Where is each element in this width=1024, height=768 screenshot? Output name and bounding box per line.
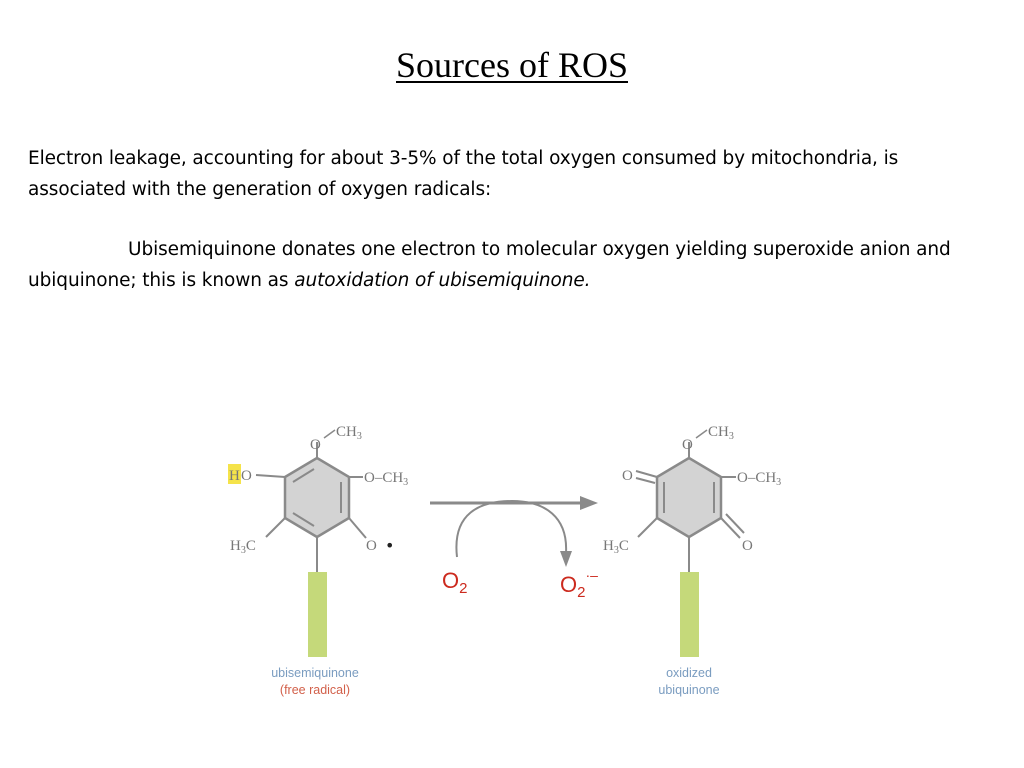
right-methyl: H3C <box>603 538 629 556</box>
left-hydroxyl-o: O <box>241 468 252 484</box>
reactant-oxygen: O2 <box>442 568 467 597</box>
left-hydroxyl-h: H <box>229 468 240 484</box>
left-radical-o: O <box>366 538 377 554</box>
right-carbonyl-o-right: O <box>742 538 753 554</box>
caption-oxidized: oxidized <box>666 666 712 680</box>
paragraph-ubisemiquinone-emphasis: autoxidation of ubisemiquinone. <box>294 270 591 291</box>
left-o-top: O <box>310 437 321 453</box>
left-methoxy-right: O–CH3 <box>364 470 408 488</box>
right-carbonyl-o-left: O <box>622 468 633 484</box>
slide-title: Sources of ROS <box>396 45 628 85</box>
superoxide-anion: O2·– <box>560 567 598 601</box>
left-methoxy-top: CH3 <box>336 424 362 442</box>
caption-ubisemiquinone: ubisemiquinone <box>271 666 359 680</box>
ubisemiquinone-structure: O CH3 O–CH3 H O H3C O • ubisemiquinone (… <box>228 424 408 697</box>
right-methoxy-right: O–CH3 <box>737 470 781 488</box>
paragraph-ubisemiquinone: Ubisemiquinone donates one electron to m… <box>28 234 1000 296</box>
paragraph-electron-leakage: Electron leakage, accounting for about 3… <box>28 148 899 200</box>
caption-ubiquinone: ubiquinone <box>658 683 719 697</box>
left-methyl: H3C <box>230 538 256 556</box>
right-methoxy-top: CH3 <box>708 424 734 442</box>
ubiquinone-structure: O CH3 O–CH3 O H3C O oxidized ubiquinone <box>603 424 781 697</box>
paragraph-ubisemiquinone-text: Ubisemiquinone donates one electron to m… <box>28 239 951 291</box>
reaction-diagram: O CH3 O–CH3 H O H3C O • ubisemiquinone (… <box>228 424 781 697</box>
caption-free-radical: (free radical) <box>280 683 350 697</box>
reaction-arrow <box>430 496 598 567</box>
right-benzene-ring <box>655 456 723 539</box>
radical-dot: • <box>385 536 394 555</box>
left-benzene-ring <box>283 456 351 539</box>
right-o-top: O <box>682 437 693 453</box>
hydrogen-highlight <box>228 464 241 484</box>
right-isoprenoid-tail <box>680 572 699 657</box>
left-isoprenoid-tail <box>308 572 327 657</box>
